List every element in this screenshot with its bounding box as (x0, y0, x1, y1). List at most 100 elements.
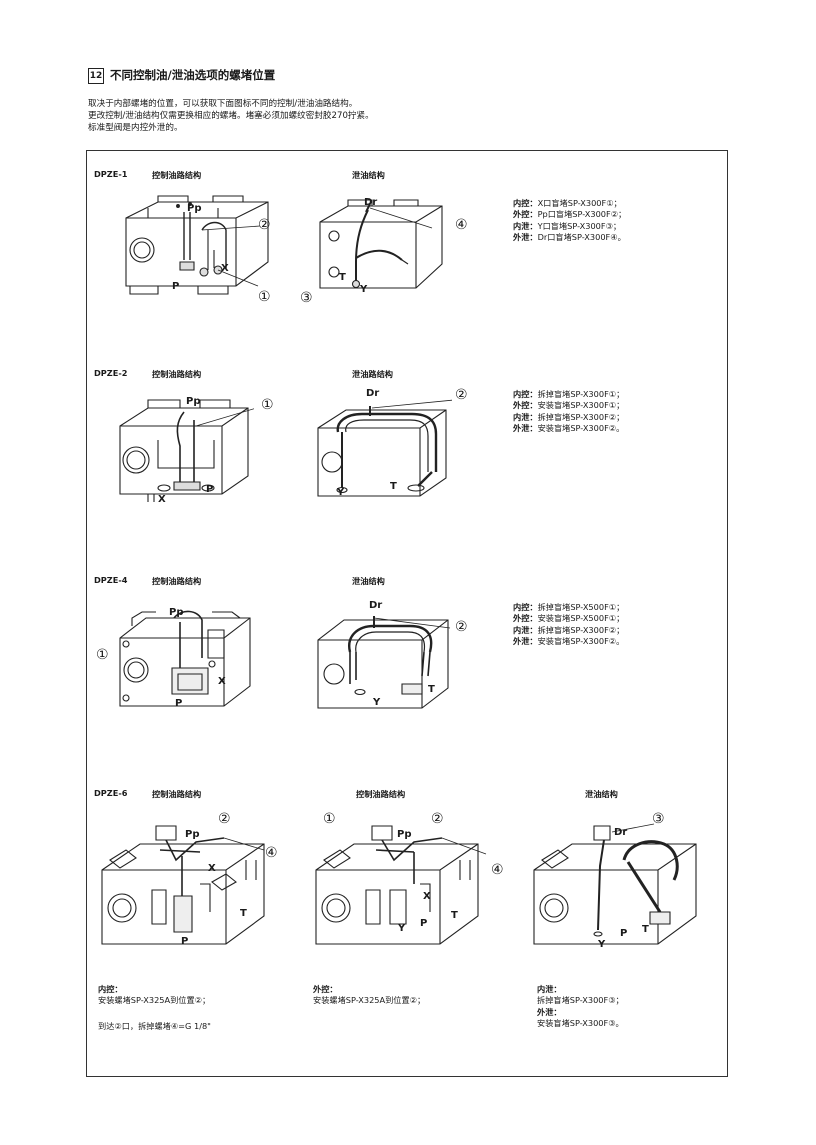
note-line: 拆掉盲堵SP-X300F③； (537, 995, 624, 1006)
note-key: 外控： (513, 613, 538, 624)
port-pp: Pp (169, 607, 184, 618)
port-t: T (451, 910, 458, 921)
note-line: 到达②口，拆掉螺堵④=G 1/8" (98, 1020, 211, 1031)
note-value: 拆掉盲堵SP-X500F①； (537, 602, 625, 612)
port-y: Y (373, 697, 381, 708)
dpze6-control-drawing-1 (96, 820, 276, 960)
note-key: 内泄： (513, 624, 538, 635)
port-t: T (428, 684, 435, 695)
port-x: X (221, 263, 229, 274)
callout-2: ② (258, 217, 271, 233)
callout-4: ④ (455, 217, 468, 233)
port-y: Y (337, 487, 345, 498)
callout-4: ④ (265, 845, 278, 861)
port-x: X (218, 676, 226, 687)
intro-line: 更改控制/泄油结构仅需更换相应的螺堵。堵塞必须加螺纹密封胶270拧紧。 (88, 111, 374, 121)
drain-title: 泄油结构 (352, 170, 385, 180)
callout-1: ① (258, 289, 271, 305)
control-title: 控制油路结构 (152, 576, 202, 586)
drain-title: 泄油结构 (585, 789, 618, 799)
note-key: 内控： (513, 198, 538, 208)
dpze1-drain-drawing (312, 192, 452, 312)
port-t: T (642, 924, 649, 935)
callout-4: ④ (491, 862, 504, 878)
port-dr: Dr (614, 827, 628, 838)
dpze6-note-3: 内泄： 拆掉盲堵SP-X300F③； 外泄： 安装盲堵SP-X300F③。 (537, 984, 624, 1029)
note-value: 拆掉盲堵SP-X300F②； (537, 411, 625, 422)
model-label: DPZE-4 (94, 575, 128, 585)
note-value: 安装盲堵SP-X300F②。 (537, 422, 625, 433)
dpze2-control-drawing (114, 390, 254, 510)
callout-2: ② (455, 387, 468, 403)
port-t: T (339, 272, 346, 283)
note-key: 外泄： (513, 231, 538, 242)
port-p: P (175, 698, 183, 709)
note-head: 内控： (98, 984, 123, 994)
callout-3: ③ (652, 811, 665, 827)
note-value: Dr口盲堵SP-X300F④。 (537, 231, 626, 242)
callout-2: ② (455, 619, 468, 635)
control-title: 控制油路结构 (152, 369, 202, 379)
note-key: 外泄： (513, 422, 538, 433)
port-pp: Pp (397, 829, 412, 840)
note-head: 内泄： (537, 984, 562, 994)
callout-2: ② (431, 811, 444, 827)
note-key: 外控： (513, 209, 538, 220)
port-y: Y (598, 939, 606, 950)
dpze2-drain-drawing (312, 392, 452, 512)
control-title: 控制油路结构 (356, 789, 406, 799)
figure-frame (86, 150, 728, 1077)
note-key: 内泄： (513, 411, 538, 422)
model-label: DPZE-1 (94, 169, 128, 179)
note-key: 内控： (513, 602, 538, 612)
port-t: T (240, 908, 247, 919)
port-p: P (620, 928, 628, 939)
callout-2: ② (218, 811, 231, 827)
note-value: Pp口盲堵SP-X300F②； (537, 209, 627, 220)
intro-line: 标准型阀是内控外泄的。 (88, 123, 183, 133)
note-value: 安装盲堵SP-X300F②。 (537, 635, 625, 646)
port-pp: Pp (187, 203, 202, 214)
model-label: DPZE-6 (94, 788, 128, 798)
port-y: Y (398, 923, 406, 934)
dpze2-notes: 内控：拆掉盲堵SP-X300F①； 外控：安装盲堵SP-X300F①； 内泄：拆… (513, 389, 624, 434)
port-y: Y (360, 284, 368, 295)
note-head: 外控： (313, 984, 338, 994)
port-p: P (206, 484, 214, 495)
drain-title: 泄油结构 (352, 576, 385, 586)
port-pp: Pp (186, 396, 201, 407)
note-key: 内泄： (513, 220, 538, 231)
note-head: 外泄： (537, 1006, 562, 1017)
port-p: P (420, 918, 428, 929)
note-key: 外控： (513, 400, 538, 411)
drain-title: 泄油路结构 (352, 369, 393, 379)
note-line: 安装螺堵SP-X325A到位置②； (313, 995, 426, 1006)
callout-3: ③ (300, 290, 313, 306)
note-key: 内控： (513, 389, 538, 399)
port-x: X (208, 863, 216, 874)
callout-1: ① (261, 397, 274, 413)
note-value: Y口盲堵SP-X300F③； (537, 220, 622, 231)
port-x: X (158, 494, 166, 505)
port-t: T (390, 481, 397, 492)
callout-1: ① (96, 647, 109, 663)
control-title: 控制油路结构 (152, 170, 202, 180)
port-pp: Pp (185, 829, 200, 840)
dpze6-control-drawing-2 (310, 820, 495, 960)
port-p: P (181, 936, 189, 947)
note-line: 安装盲堵SP-X300F③。 (537, 1017, 624, 1028)
note-key: 外泄： (513, 635, 538, 646)
note-value: 拆掉盲堵SP-X300F②； (537, 624, 625, 635)
port-dr: Dr (364, 197, 378, 208)
model-label: DPZE-2 (94, 368, 128, 378)
note-value: X口盲堵SP-X300F①； (537, 198, 622, 208)
intro-line: 取决于内部螺堵的位置，可以获取下面图标不同的控制/泄油油路结构。 (88, 99, 358, 109)
dpze1-control-drawing (118, 190, 288, 310)
dpze4-drain-drawing (310, 600, 455, 720)
port-dr: Dr (369, 600, 383, 611)
dpze1-notes: 内控：X口盲堵SP-X300F①； 外控：Pp口盲堵SP-X300F②； 内泄：… (513, 198, 626, 243)
dpze6-note-2: 外控： 安装螺堵SP-X325A到位置②； (313, 984, 425, 1007)
note-value: 拆掉盲堵SP-X300F①； (537, 389, 625, 399)
intro-text: 取决于内部螺堵的位置，可以获取下面图标不同的控制/泄油油路结构。 更改控制/泄油… (88, 98, 374, 134)
dpze4-control-drawing (112, 598, 257, 718)
